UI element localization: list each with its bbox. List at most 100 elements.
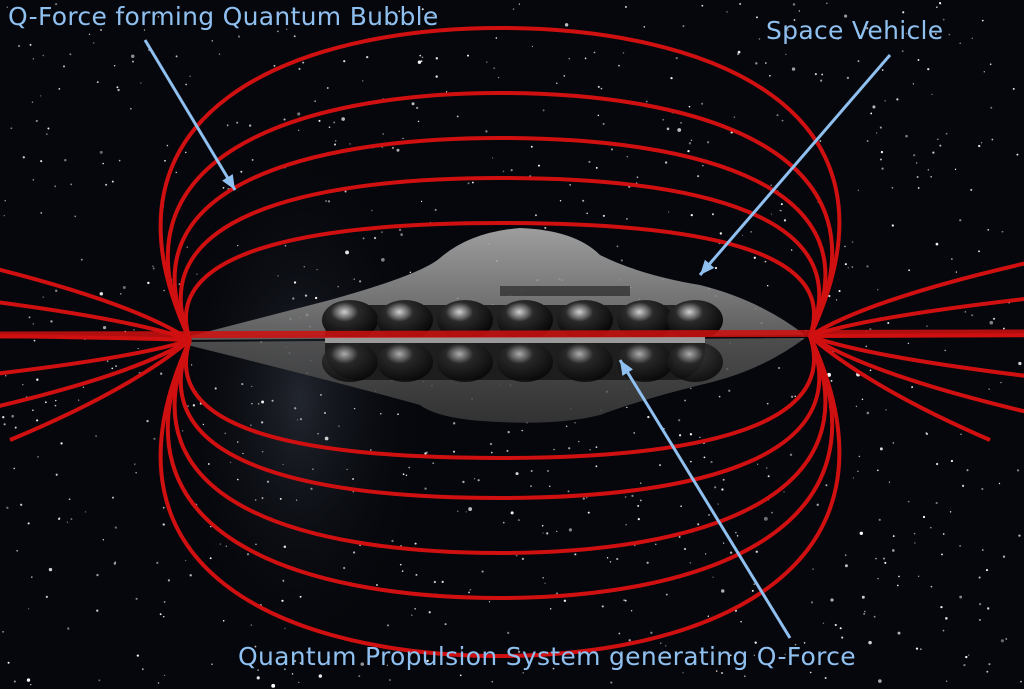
star — [58, 88, 61, 90]
star — [766, 402, 769, 405]
star — [819, 140, 822, 142]
star — [417, 60, 422, 64]
star — [620, 259, 623, 262]
star — [798, 10, 800, 12]
star — [312, 468, 314, 470]
star — [873, 615, 876, 618]
star — [769, 74, 771, 77]
star — [690, 387, 692, 389]
star — [129, 107, 132, 110]
star — [964, 311, 967, 313]
star — [222, 186, 225, 189]
star — [1016, 469, 1020, 472]
star — [337, 285, 339, 288]
star — [251, 158, 254, 161]
star — [844, 14, 848, 18]
star — [152, 267, 155, 270]
star — [333, 121, 335, 124]
star — [555, 592, 559, 595]
star — [50, 320, 53, 323]
star — [530, 145, 533, 148]
star — [626, 155, 629, 158]
star — [175, 171, 177, 174]
star — [358, 280, 362, 283]
star — [780, 203, 783, 206]
star — [758, 38, 761, 40]
star — [911, 386, 914, 388]
star — [166, 144, 169, 147]
star — [602, 214, 605, 217]
star — [26, 678, 31, 682]
star — [46, 133, 48, 135]
star — [816, 503, 819, 506]
star — [54, 404, 57, 407]
star — [209, 557, 212, 560]
star — [207, 463, 210, 465]
star — [711, 213, 714, 216]
star — [631, 494, 634, 498]
star — [467, 182, 470, 185]
star — [677, 128, 682, 132]
star — [362, 237, 365, 240]
star — [82, 386, 85, 388]
star — [935, 462, 939, 466]
star — [914, 542, 916, 544]
star — [105, 183, 108, 186]
star — [106, 360, 109, 362]
propulsion-pod — [497, 300, 553, 340]
star — [493, 67, 496, 70]
star — [616, 245, 619, 248]
star — [789, 453, 793, 457]
star — [931, 93, 933, 96]
star — [452, 422, 456, 425]
star — [298, 129, 300, 131]
star — [111, 367, 114, 370]
field-ray — [808, 261, 1024, 338]
star — [187, 405, 189, 407]
star — [324, 436, 329, 441]
star — [753, 256, 756, 259]
star — [866, 140, 869, 143]
star — [1002, 327, 1005, 330]
star — [370, 449, 372, 451]
star — [880, 150, 884, 154]
star — [609, 561, 612, 563]
space-vehicle-icon — [175, 228, 805, 423]
star — [491, 680, 494, 683]
star — [3, 423, 6, 426]
star — [184, 559, 187, 562]
star — [753, 654, 756, 657]
star — [697, 175, 700, 178]
star — [376, 584, 378, 586]
star — [185, 83, 187, 86]
star — [32, 323, 34, 325]
star — [36, 378, 39, 381]
field-line — [172, 335, 828, 556]
star — [420, 200, 423, 203]
star — [595, 166, 598, 169]
star — [647, 415, 650, 419]
star — [382, 133, 384, 135]
star — [665, 593, 668, 596]
star — [1012, 87, 1015, 90]
propulsion-pod — [617, 300, 673, 340]
star — [4, 200, 6, 202]
star — [432, 14, 434, 16]
star — [567, 490, 570, 493]
star — [534, 214, 537, 217]
star — [261, 400, 265, 404]
star — [435, 57, 438, 60]
star — [27, 608, 30, 610]
star — [137, 347, 139, 350]
field-lines — [0, 25, 1024, 659]
star — [298, 67, 301, 70]
star — [113, 65, 116, 67]
star — [95, 435, 97, 438]
star — [855, 405, 858, 408]
star — [143, 29, 146, 31]
star — [584, 57, 587, 60]
star — [88, 33, 91, 36]
star — [645, 100, 648, 103]
star — [678, 434, 682, 437]
